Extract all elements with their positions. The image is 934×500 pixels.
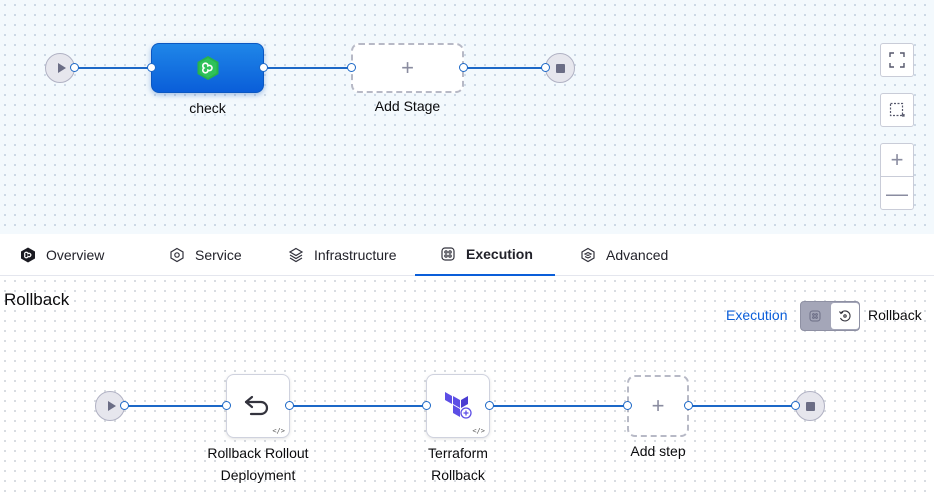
pipeline-canvas[interactable]: check + Add Stage + — xyxy=(0,0,934,234)
stop-icon xyxy=(555,63,565,73)
step-label-line: Rollback xyxy=(431,467,485,483)
select-area-button[interactable] xyxy=(880,93,914,127)
code-icon: </> xyxy=(272,427,285,435)
edge-step1-step2 xyxy=(290,405,427,407)
tab-infrastructure[interactable]: Infrastructure xyxy=(288,234,396,276)
edge-add-end xyxy=(689,405,797,407)
tab-overview[interactable]: Overview xyxy=(20,234,104,276)
tab-label: Infrastructure xyxy=(314,247,397,263)
service-icon xyxy=(170,247,184,263)
tab-label: Advanced xyxy=(606,247,669,263)
port xyxy=(684,401,693,410)
execution-rollback-toggle[interactable] xyxy=(800,301,860,331)
stage-label: check xyxy=(189,100,226,116)
tab-label: Execution xyxy=(466,246,533,262)
add-step-button[interactable]: + xyxy=(627,375,689,437)
edge-step2-add xyxy=(490,405,628,407)
port xyxy=(623,401,632,410)
toggle-knob xyxy=(831,303,859,329)
port xyxy=(147,63,156,72)
tab-service[interactable]: Service xyxy=(169,234,242,276)
add-step-label: Add step xyxy=(630,443,686,459)
edge-stage-add xyxy=(264,67,352,69)
step-rollback-rollout-deployment[interactable]: </> xyxy=(226,374,290,438)
pipeline-end-node[interactable] xyxy=(545,53,575,83)
port xyxy=(791,401,800,410)
port xyxy=(120,401,129,410)
step-label-line: Rollback Rollout xyxy=(207,445,309,461)
stage-check[interactable] xyxy=(151,43,264,93)
loop-icon xyxy=(197,56,218,80)
tab-label: Service xyxy=(195,247,242,263)
tab-advanced[interactable]: Advanced xyxy=(580,234,668,276)
rollback-icon xyxy=(839,310,851,322)
fit-to-screen-button[interactable] xyxy=(880,43,914,77)
tab-label: Overview xyxy=(46,247,105,263)
tab-execution[interactable]: Execution xyxy=(415,234,555,276)
port xyxy=(422,401,431,410)
port xyxy=(222,401,231,410)
port xyxy=(541,63,550,72)
port xyxy=(285,401,294,410)
play-icon xyxy=(57,63,66,73)
stop-icon xyxy=(805,401,815,411)
step-terraform-rollback[interactable]: </> xyxy=(426,374,490,438)
step-label: Rollback Rollout Deployment xyxy=(188,442,328,486)
plus-icon: + xyxy=(401,55,414,80)
fullscreen-icon xyxy=(889,52,905,68)
terraform-icon xyxy=(445,392,472,419)
selection-icon xyxy=(889,102,905,117)
port xyxy=(70,63,79,72)
port xyxy=(485,401,494,410)
infrastructure-icon xyxy=(288,247,304,263)
step-label-line: Terraform xyxy=(428,445,488,461)
undo-icon xyxy=(244,395,269,416)
execution-icon xyxy=(441,247,455,261)
edge-start-step1 xyxy=(125,405,227,407)
plus-icon: + xyxy=(651,393,665,418)
zoom-controls: + — xyxy=(880,143,914,210)
play-icon xyxy=(107,401,116,411)
stage-tab-bar: Overview Service Infrastructure Executio… xyxy=(0,234,934,276)
execution-icon xyxy=(809,310,821,322)
port xyxy=(259,63,268,72)
pipeline-icon xyxy=(21,247,35,263)
add-stage-button[interactable]: + xyxy=(351,43,464,93)
mode-rollback-label: Rollback xyxy=(868,307,922,323)
section-title: Rollback xyxy=(4,290,70,309)
step-label: Terraform Rollback xyxy=(388,442,528,486)
step-label-line: Deployment xyxy=(220,467,296,483)
add-stage-label: Add Stage xyxy=(374,98,441,114)
zoom-in-button[interactable]: + xyxy=(881,144,913,177)
zoom-out-button[interactable]: — xyxy=(886,180,908,206)
port xyxy=(347,63,356,72)
mode-execution-link[interactable]: Execution xyxy=(726,307,788,323)
edge-add-end xyxy=(464,67,546,69)
advanced-icon xyxy=(581,247,595,263)
code-icon: </> xyxy=(472,427,485,435)
edge-start-stage xyxy=(74,67,152,69)
port xyxy=(459,63,468,72)
